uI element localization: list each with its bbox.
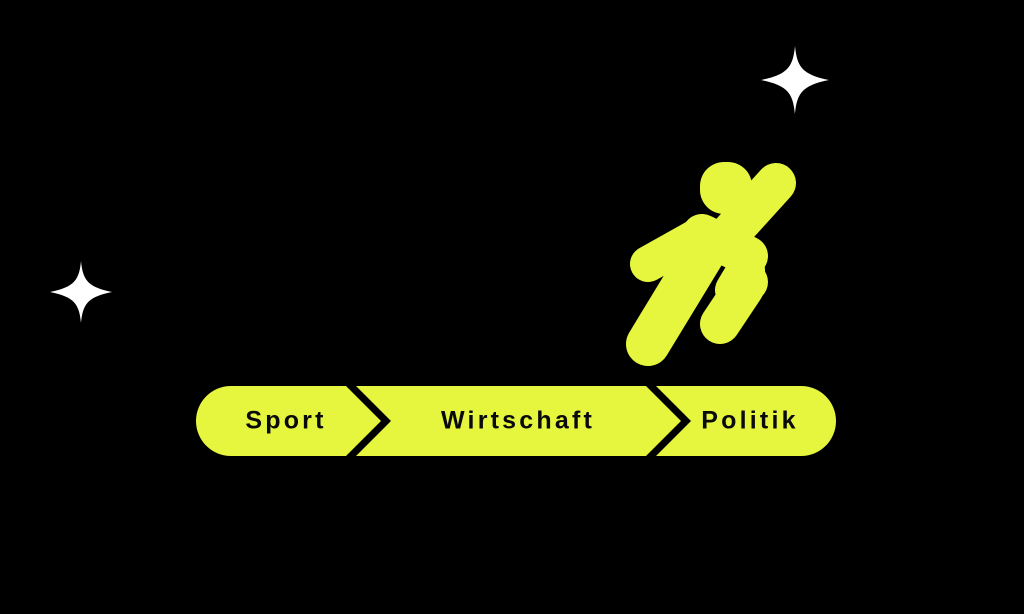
running-person-icon: [626, 158, 806, 366]
sparkle-icon-mid-left: [50, 260, 112, 324]
banner-segment-label-sport: Sport: [245, 407, 326, 435]
banner-segment-politik[interactable]: Politik: [656, 386, 836, 456]
banner-segment-sport[interactable]: Sport: [196, 386, 381, 456]
banner-segment-label-wirtschaft: Wirtschaft: [441, 407, 595, 435]
banner-segment-label-politik: Politik: [701, 407, 798, 435]
banner-segment-wirtschaft[interactable]: Wirtschaft: [356, 386, 681, 456]
sparkle-icon-top-right: [761, 45, 829, 115]
category-chevron-banner: Sport Wirtschaft Politik: [196, 386, 836, 456]
